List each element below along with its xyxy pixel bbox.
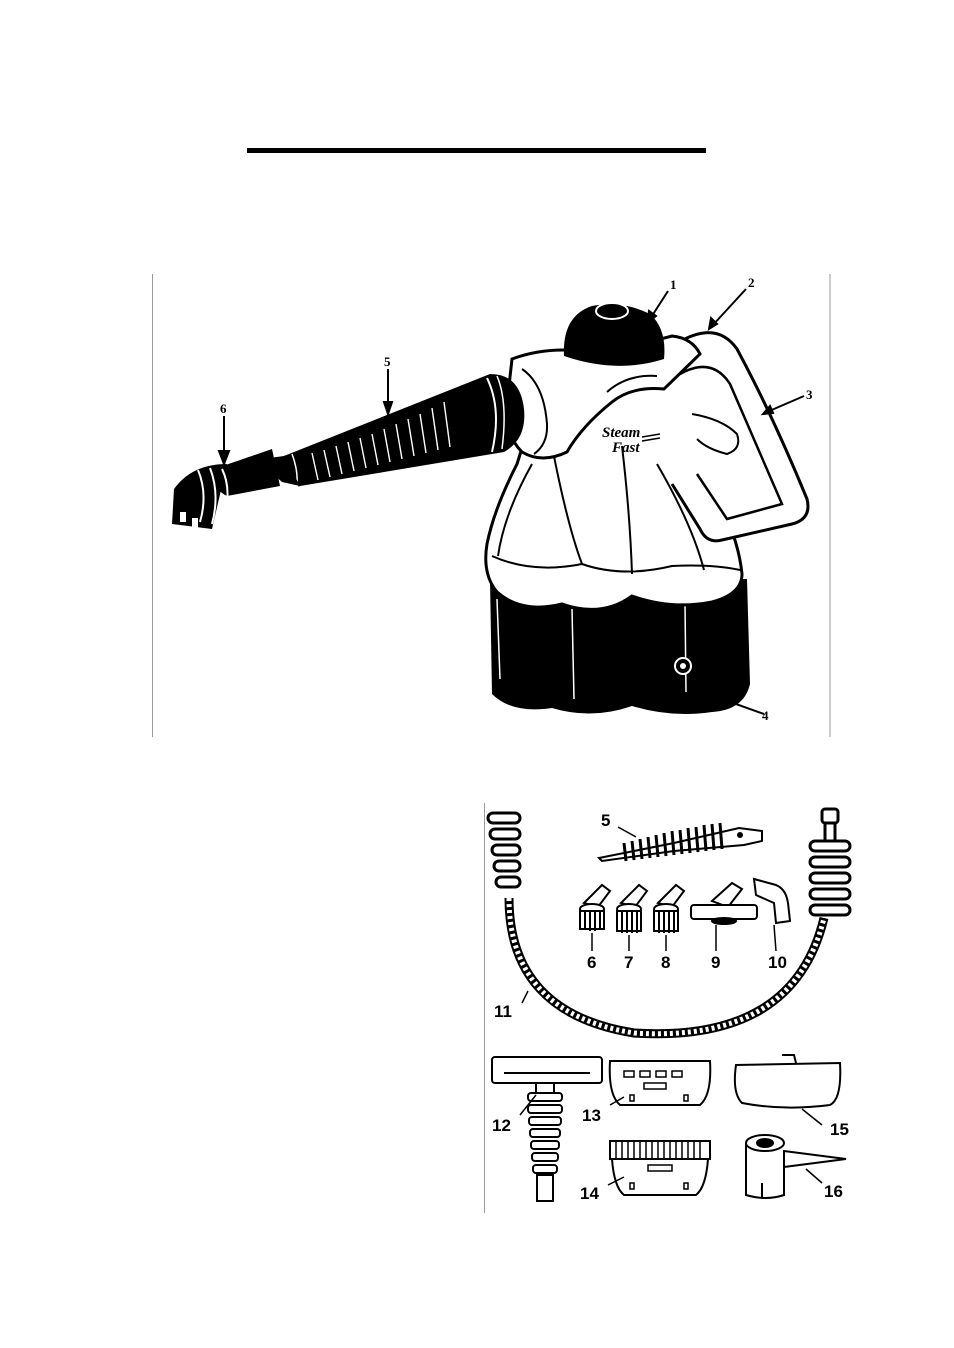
callout-6: 6: [220, 401, 227, 416]
accessories-diagram: 5 6 7 8 9 10 11 12 13 14 15 16: [484, 803, 858, 1213]
logo-text-steam: Steam: [602, 425, 640, 441]
flat-scraper: [691, 883, 757, 924]
acc-callout-10: 10: [768, 953, 787, 972]
acc-callout-12: 12: [492, 1116, 511, 1135]
acc-callout-9: 9: [711, 953, 720, 972]
cloth-holder: [610, 1061, 711, 1105]
detail-nozzle: [599, 823, 762, 861]
acc-callout-14: 14: [580, 1184, 599, 1203]
callout-1: 1: [670, 277, 677, 292]
logo-text-fast: Fast: [611, 440, 640, 456]
acc-callout-15: 15: [830, 1120, 849, 1139]
extension-hose: [262, 374, 524, 486]
acc-callout-13: 13: [582, 1106, 601, 1125]
acc-callout-5: 5: [601, 811, 610, 830]
callout-2: 2: [748, 275, 755, 290]
callout-3: 3: [806, 387, 813, 402]
header-rule: [247, 148, 706, 153]
callout-5: 5: [384, 354, 391, 369]
acc-callout-8: 8: [661, 953, 670, 972]
angled-nozzle: [754, 879, 790, 923]
cloth-cover: [735, 1055, 840, 1108]
acc-callout-7: 7: [624, 953, 633, 972]
large-brush-holder: [610, 1141, 710, 1195]
acc-callout-16: 16: [824, 1182, 843, 1201]
callout-4: 4: [762, 708, 769, 723]
round-brushes: [580, 885, 684, 933]
steamer-diagram: Steam Fast: [152, 274, 832, 737]
acc-callout-6: 6: [587, 953, 596, 972]
acc-callout-11: 11: [494, 1002, 512, 1021]
